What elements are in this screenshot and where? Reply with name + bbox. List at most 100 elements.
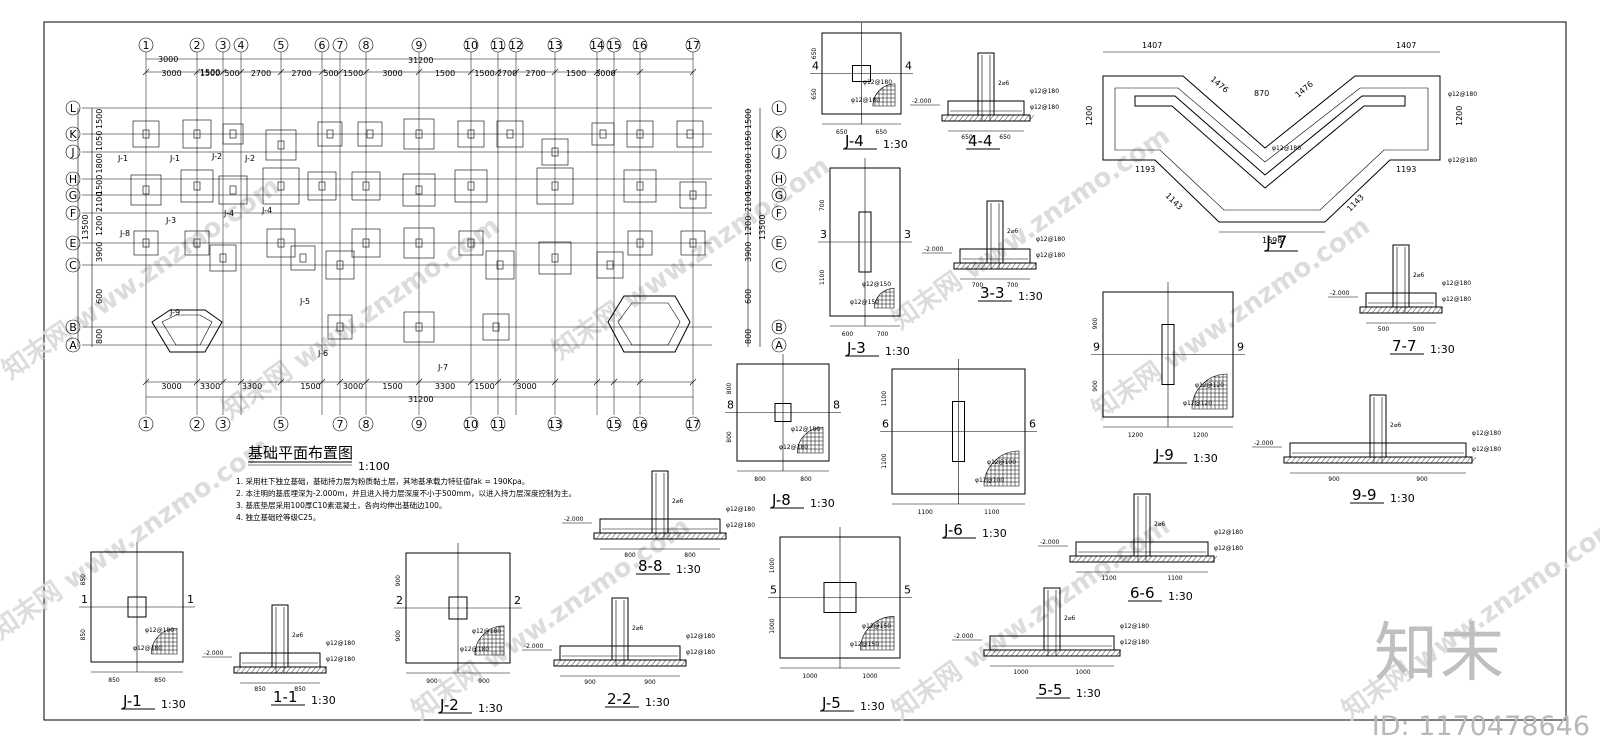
axis-bubble (632, 416, 648, 432)
svg-text:2⌀6: 2⌀6 (632, 625, 643, 632)
axis-bubble (771, 171, 787, 187)
plan-footing (403, 227, 435, 259)
svg-text:-2.000: -2.000 (1330, 290, 1350, 297)
plan-footing (482, 313, 510, 341)
axis-label-top: 5 (278, 39, 285, 52)
plan-column (415, 185, 423, 195)
plan-footing (676, 120, 704, 148)
plan-column (193, 181, 201, 191)
plan-footing (265, 129, 297, 161)
axis-bubble (189, 416, 205, 432)
axis-bubble (314, 37, 330, 53)
svg-text:-2.000: -2.000 (1040, 539, 1060, 546)
svg-text:2⌀6: 2⌀6 (1007, 228, 1018, 235)
plan-column (193, 238, 201, 248)
plan-column (467, 181, 475, 191)
axis-bubble (65, 144, 81, 160)
plan-right-dim: 1500 (744, 109, 753, 129)
plan-footing (496, 120, 524, 148)
svg-text:φ12@180: φ12@180 (863, 79, 892, 86)
plan-total-dim-bottom: 31200 (408, 395, 433, 404)
plan-footing (454, 169, 488, 203)
plan-footing (132, 120, 160, 148)
svg-text:5: 5 (770, 584, 777, 597)
plan-footing (180, 169, 214, 203)
svg-text:-2.000: -2.000 (1254, 440, 1274, 447)
axis-bubble (771, 144, 787, 160)
plan-footing-label: J-8 (119, 229, 130, 238)
axis-bubble (411, 37, 427, 53)
plan-column (229, 129, 237, 139)
plan-bottom-dim: 3000 (161, 382, 181, 391)
svg-text:1100: 1100 (984, 509, 999, 516)
svg-text:1000: 1000 (802, 673, 817, 680)
svg-text:φ12@180: φ12@180 (686, 649, 715, 656)
axis-bubble (273, 37, 289, 53)
svg-text:850: 850 (294, 686, 306, 693)
detail-title: J-1 (122, 692, 142, 710)
plan-column (551, 253, 559, 263)
axis-bubble (685, 416, 701, 432)
svg-text:知末网 www.znzmo.com: 知末网 www.znzmo.com (887, 511, 1176, 726)
axis-label-bottom: 13 (548, 418, 562, 431)
svg-text:800: 800 (684, 552, 696, 559)
detail-title: J-4 (844, 132, 864, 150)
svg-text:-2.000: -2.000 (204, 650, 224, 657)
axis-label-left: G (69, 189, 78, 202)
svg-text:1698: 1698 (1262, 236, 1282, 245)
plan-footing-label: J-3 (165, 216, 176, 225)
svg-text:870: 870 (1254, 89, 1269, 98)
plan-footing (290, 245, 316, 271)
plan-column (689, 238, 697, 248)
plan-bottom-dim: 1500 (300, 382, 320, 391)
axis-label-bottom: 15 (607, 418, 621, 431)
plan-footing-label: J-4 (223, 209, 234, 218)
svg-text:900: 900 (584, 679, 596, 686)
plan-top-dim: 500 (323, 69, 338, 78)
svg-text:900: 900 (395, 575, 402, 587)
svg-text:-2.000: -2.000 (924, 246, 944, 253)
plan-column (415, 238, 423, 248)
axis-label-top: 8 (363, 39, 370, 52)
plan-footing (262, 167, 300, 205)
axis-label-top: 13 (548, 39, 562, 52)
plan-column (636, 181, 644, 191)
svg-text:φ12@100: φ12@100 (987, 459, 1016, 466)
axis-bubble (138, 416, 154, 432)
svg-text:1143: 1143 (1345, 193, 1366, 214)
svg-text:2: 2 (396, 594, 403, 607)
plan-column (506, 129, 514, 139)
svg-text:900: 900 (1416, 476, 1428, 483)
axis-label-top: 10 (464, 39, 478, 52)
svg-text:900: 900 (1092, 380, 1099, 392)
svg-text:850: 850 (80, 629, 87, 641)
svg-text:1407: 1407 (1396, 41, 1416, 50)
svg-text:φ12@100: φ12@100 (975, 477, 1004, 484)
detail-title: J-7 (1265, 233, 1287, 253)
axis-bubble (358, 37, 374, 53)
plan-footing (627, 230, 653, 256)
svg-text:700: 700 (819, 199, 826, 211)
plan-footing (402, 173, 436, 207)
plan-footing (679, 181, 707, 209)
svg-text:知末网 www.znzmo.com: 知末网 www.znzmo.com (0, 171, 285, 386)
plan-column (142, 185, 150, 195)
plan-footing (182, 119, 212, 149)
svg-text:900: 900 (395, 630, 402, 642)
plan-bottom-dim: 1500 (382, 382, 402, 391)
plan-footing (626, 120, 654, 148)
axis-bubble (332, 416, 348, 432)
plan-footing (266, 228, 296, 258)
detail-title: J-9 (1154, 446, 1174, 464)
axis-label-bottom: 9 (416, 418, 423, 431)
svg-text:φ12@180: φ12@180 (1448, 91, 1477, 98)
axis-bubble (771, 126, 787, 142)
plan-column (415, 322, 423, 332)
plan-column (415, 129, 423, 139)
svg-text:700: 700 (1007, 282, 1019, 289)
id-watermark: ID: 1170478646 (1371, 711, 1590, 742)
